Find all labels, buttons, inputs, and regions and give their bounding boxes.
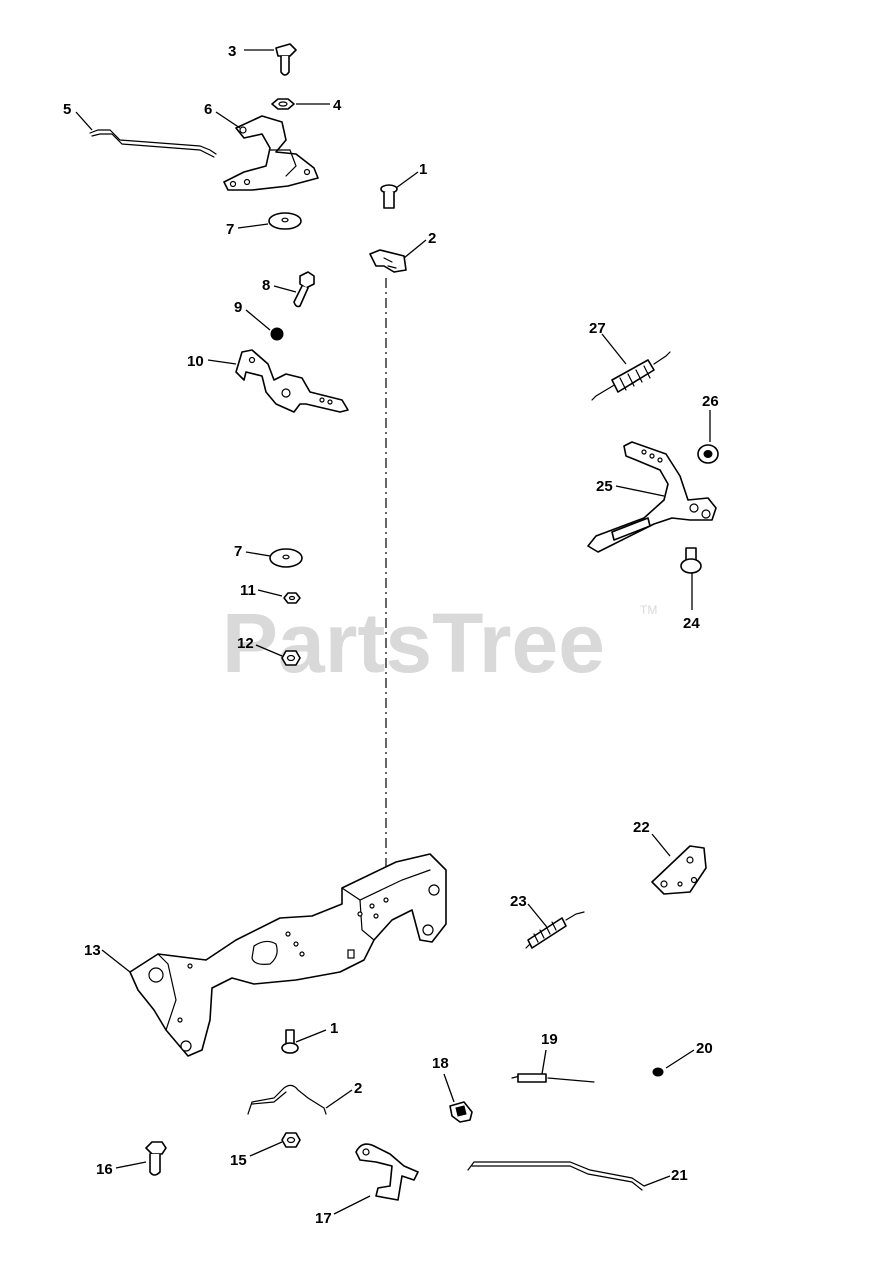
part-27-spring[interactable] (591, 351, 671, 401)
part-12-nut[interactable] (281, 650, 301, 666)
callout-19: 19 (541, 1031, 558, 1048)
callout-12: 12 (237, 635, 254, 652)
part-9-nut[interactable] (270, 327, 284, 341)
part-20-screw[interactable] (652, 1067, 664, 1077)
callout-11: 11 (240, 582, 256, 599)
watermark: PartsTree TM (222, 596, 657, 690)
part-19-spring[interactable] (511, 1073, 595, 1083)
callout-8: 8 (262, 277, 270, 294)
part-21-rod[interactable] (467, 1161, 645, 1191)
part-22-plate[interactable] (651, 845, 707, 895)
part-2-clip-bottom[interactable] (247, 1084, 327, 1115)
callout-23: 23 (510, 893, 527, 910)
part-15-nut[interactable] (281, 1132, 301, 1148)
watermark-trademark: TM (640, 603, 657, 617)
callout-2-bottom: 2 (354, 1080, 362, 1097)
part-7-washer-mid[interactable] (269, 548, 303, 568)
part-3-screw[interactable] (275, 43, 297, 76)
callout-18: 18 (432, 1055, 449, 1072)
callout-16: 16 (96, 1161, 113, 1178)
part-2-clip-top[interactable] (369, 249, 407, 273)
callout-22: 22 (633, 819, 650, 836)
part-10-lever[interactable] (235, 349, 349, 413)
callout-10: 10 (187, 353, 204, 370)
part-23-spring[interactable] (525, 911, 585, 949)
part-17-bracket[interactable] (355, 1143, 419, 1201)
part-24-pin[interactable] (680, 547, 702, 574)
part-16-bolt[interactable] (145, 1141, 167, 1176)
callout-7-mid: 7 (234, 543, 242, 560)
callout-1-top: 1 (419, 161, 427, 178)
callout-6: 6 (204, 101, 212, 118)
part-4-nut[interactable] (271, 98, 295, 110)
callout-27: 27 (589, 320, 606, 337)
part-11-nut[interactable] (283, 592, 301, 604)
callout-26: 26 (702, 393, 719, 410)
part-1-screw-top[interactable] (380, 184, 398, 209)
part-26-nut[interactable] (697, 444, 719, 464)
part-5-rod[interactable] (89, 129, 217, 158)
callout-21: 21 (671, 1167, 688, 1184)
callout-9: 9 (234, 299, 242, 316)
part-7-washer-top[interactable] (268, 212, 302, 230)
callout-2-top: 2 (428, 230, 436, 247)
callout-3: 3 (228, 43, 236, 60)
part-6-bracket[interactable] (223, 115, 319, 191)
callout-25: 25 (596, 478, 613, 495)
callout-24: 24 (683, 615, 700, 632)
callout-13: 13 (84, 942, 101, 959)
watermark-text: PartsTree (222, 596, 605, 690)
part-1-screw-bottom[interactable] (281, 1029, 299, 1054)
part-25-bracket[interactable] (587, 441, 717, 553)
callout-17: 17 (315, 1210, 332, 1227)
callout-7-top: 7 (226, 221, 234, 238)
part-8-bolt[interactable] (293, 271, 315, 308)
callout-4: 4 (333, 97, 342, 114)
part-18-clip[interactable] (449, 1101, 473, 1123)
leader-lines (75, 49, 711, 1215)
callouts: 3 4 5 6 1 2 7 8 9 10 7 11 12 13 1 2 15 1… (63, 43, 719, 1227)
part-13-control-bracket[interactable] (129, 853, 447, 1057)
callout-5: 5 (63, 101, 71, 118)
callout-15: 15 (230, 1152, 247, 1169)
callout-20: 20 (696, 1040, 713, 1057)
callout-1-bottom: 1 (330, 1020, 338, 1037)
